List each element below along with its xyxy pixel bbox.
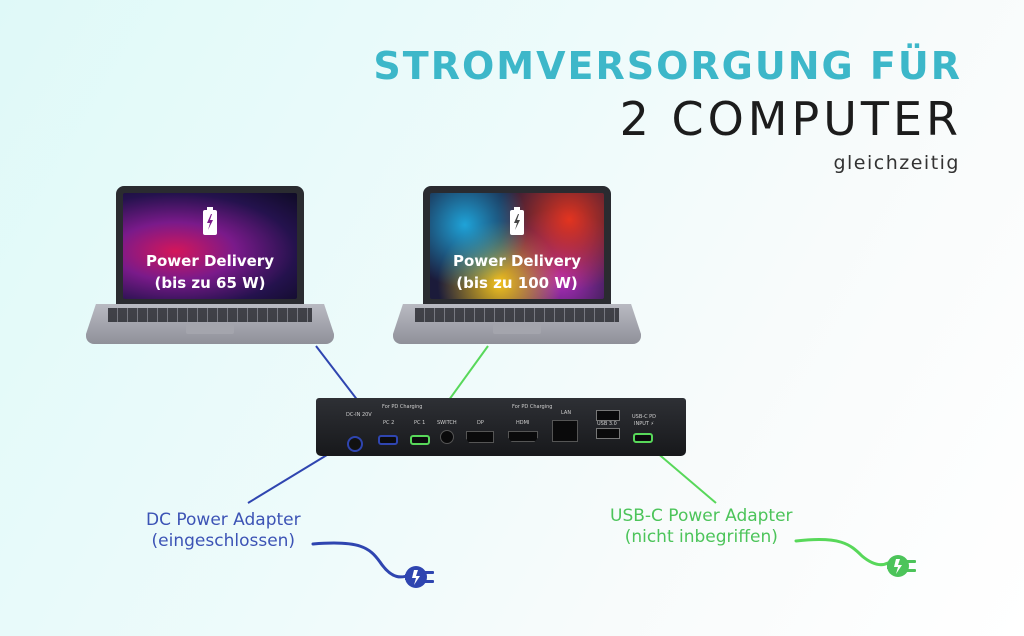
dp-label: DP	[477, 420, 484, 426]
pc1-label: PC 1	[414, 420, 426, 426]
usb-a-port-top[interactable]	[596, 410, 620, 421]
laptop-1: Power Delivery (bis zu 65 W)	[86, 186, 334, 346]
switch-button[interactable]	[440, 430, 454, 444]
hdmi-label: HDMI	[516, 420, 530, 426]
laptop-2-keyboard	[415, 308, 619, 322]
laptop-1-touchpad	[186, 324, 234, 334]
laptop-2-screen: Power Delivery (bis zu 100 W)	[430, 193, 604, 299]
usb-c-pc2-port[interactable]	[378, 435, 398, 445]
caption-usbc-adapter: USB-C Power Adapter (nicht inbegriffen)	[610, 506, 793, 548]
laptop-1-lid: Power Delivery (bis zu 65 W)	[116, 186, 304, 306]
caption-usbc-line-2: (nicht inbegriffen)	[624, 527, 778, 547]
headline-subtitle: 2 COMPUTER	[619, 92, 962, 146]
laptop-2-base	[393, 304, 641, 344]
laptop-1-label-1: Power Delivery	[146, 252, 274, 270]
pc2-label: PC 2	[383, 420, 395, 426]
docking-station: DC-IN 20V For PD Charging PC 2 PC 1 SWIT…	[316, 398, 686, 456]
laptop-1-screen: Power Delivery (bis zu 65 W)	[123, 193, 297, 299]
caption-dc-adapter: DC Power Adapter (eingeschlossen)	[146, 510, 301, 552]
dc-in-port[interactable]	[347, 436, 363, 452]
laptop-1-keyboard	[108, 308, 312, 322]
usb-c-pc1-port[interactable]	[410, 435, 430, 445]
usbc-input-label-1: USB-C PD	[632, 414, 657, 420]
laptop-2-lid: Power Delivery (bis zu 100 W)	[423, 186, 611, 306]
dc-in-label: DC-IN 20V	[346, 412, 372, 418]
headline-tagline: gleichzeitig	[833, 152, 960, 174]
lan-port[interactable]	[552, 420, 578, 442]
switch-label: SWITCH	[437, 420, 457, 426]
laptop-2: Power Delivery (bis zu 100 W)	[393, 186, 641, 346]
displayport-port[interactable]	[466, 431, 494, 443]
laptop-2-label-2: (bis zu 100 W)	[456, 274, 578, 292]
headline-title: STROMVERSORGUNG FÜR	[373, 44, 962, 88]
plug-icon-blue	[405, 566, 434, 588]
caption-usbc-line-1: USB-C Power Adapter	[610, 506, 793, 526]
plug-icon-green	[887, 555, 916, 577]
battery-charging-icon	[203, 207, 217, 235]
caption-dc-line-1: DC Power Adapter	[146, 510, 301, 530]
usb-label: USB 3.0	[597, 421, 617, 427]
usbc-input-label-2: INPUT ⚡	[634, 421, 655, 427]
battery-charging-icon	[510, 207, 524, 235]
hdmi-port[interactable]	[508, 431, 538, 442]
laptop-1-label-2: (bis zu 65 W)	[154, 274, 266, 292]
usb-c-input-port[interactable]	[633, 433, 653, 443]
laptop-2-label-1: Power Delivery	[453, 252, 581, 270]
usb-a-port-bottom[interactable]	[596, 428, 620, 439]
pd-charging-label-1: For PD Charging	[382, 404, 423, 410]
laptop-2-touchpad	[493, 324, 541, 334]
lan-label: LAN	[561, 410, 572, 416]
laptop-1-base	[86, 304, 334, 344]
pd-charging-label-2: For PD Charging	[512, 404, 553, 410]
caption-dc-line-2: (eingeschlossen)	[151, 531, 296, 551]
